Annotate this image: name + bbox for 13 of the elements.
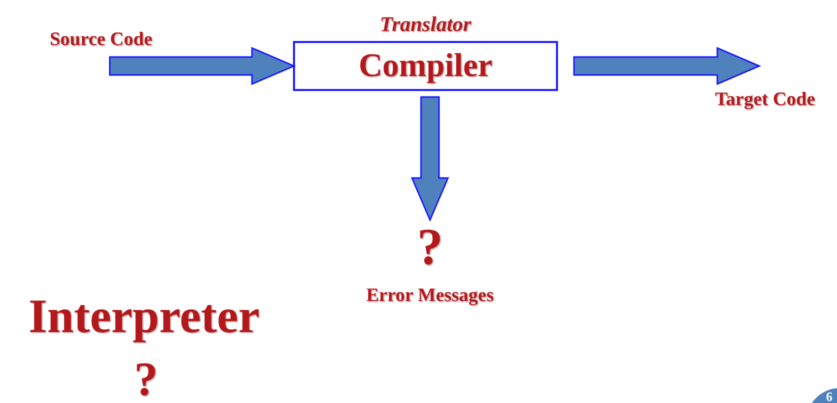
block-arrow: [109, 46, 296, 86]
page-number: 6: [826, 390, 834, 403]
node-label: Compiler: [358, 50, 492, 82]
heading: Interpreter: [28, 293, 260, 341]
node-label: Source Code: [50, 30, 152, 49]
node-label: Target Code: [714, 90, 816, 109]
block-arrow: [573, 46, 762, 86]
question-mark: ?: [133, 356, 159, 403]
question-mark: ?: [417, 222, 443, 274]
node-label: Error Messages: [366, 286, 494, 305]
process-box: [293, 41, 558, 91]
block-arrow: [410, 96, 450, 222]
node-caption: Translator: [378, 14, 472, 35]
